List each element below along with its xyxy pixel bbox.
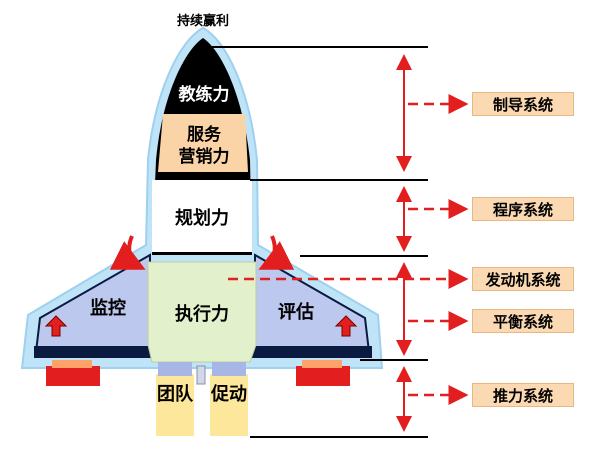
execution-segment <box>147 261 257 363</box>
left-wing-label: 监控 <box>90 298 126 319</box>
engine-right-label: 促动 <box>211 384 247 405</box>
right-curve-arrow <box>258 235 295 270</box>
engine-left <box>156 374 194 436</box>
execution-label: 执行力 <box>175 304 229 325</box>
left-wing-up-arrow <box>44 315 68 337</box>
thruster-right-top <box>302 360 342 368</box>
right-wing-label: 评估 <box>278 302 314 323</box>
thruster-right <box>296 366 350 386</box>
system-box-thrust: 推力系统 <box>472 383 574 407</box>
system-box-balance: 平衡系统 <box>472 309 574 333</box>
pointer-arrows <box>228 94 469 405</box>
service-segment <box>158 114 248 172</box>
system-box-engine: 发动机系统 <box>472 267 574 291</box>
service-label: 服务 营销力 <box>178 125 230 167</box>
right-wing-up-arrow <box>334 315 358 337</box>
diagram-title: 持续赢利 <box>176 14 229 29</box>
planning-label: 规划力 <box>175 208 229 229</box>
engine-center-post <box>196 365 206 385</box>
thruster-left-top <box>52 360 92 368</box>
engine-left-nozzle <box>158 362 192 376</box>
system-box-program: 程序系统 <box>472 197 574 221</box>
planning-segment <box>152 180 252 252</box>
thruster-left <box>46 366 100 386</box>
engine-left-label: 团队 <box>157 384 193 405</box>
nose-label: 教练力 <box>178 85 230 105</box>
engine-right <box>210 374 248 436</box>
system-box-guidance: 制导系统 <box>472 92 574 116</box>
engine-right-nozzle <box>212 362 246 376</box>
left-curve-arrow <box>109 235 146 270</box>
